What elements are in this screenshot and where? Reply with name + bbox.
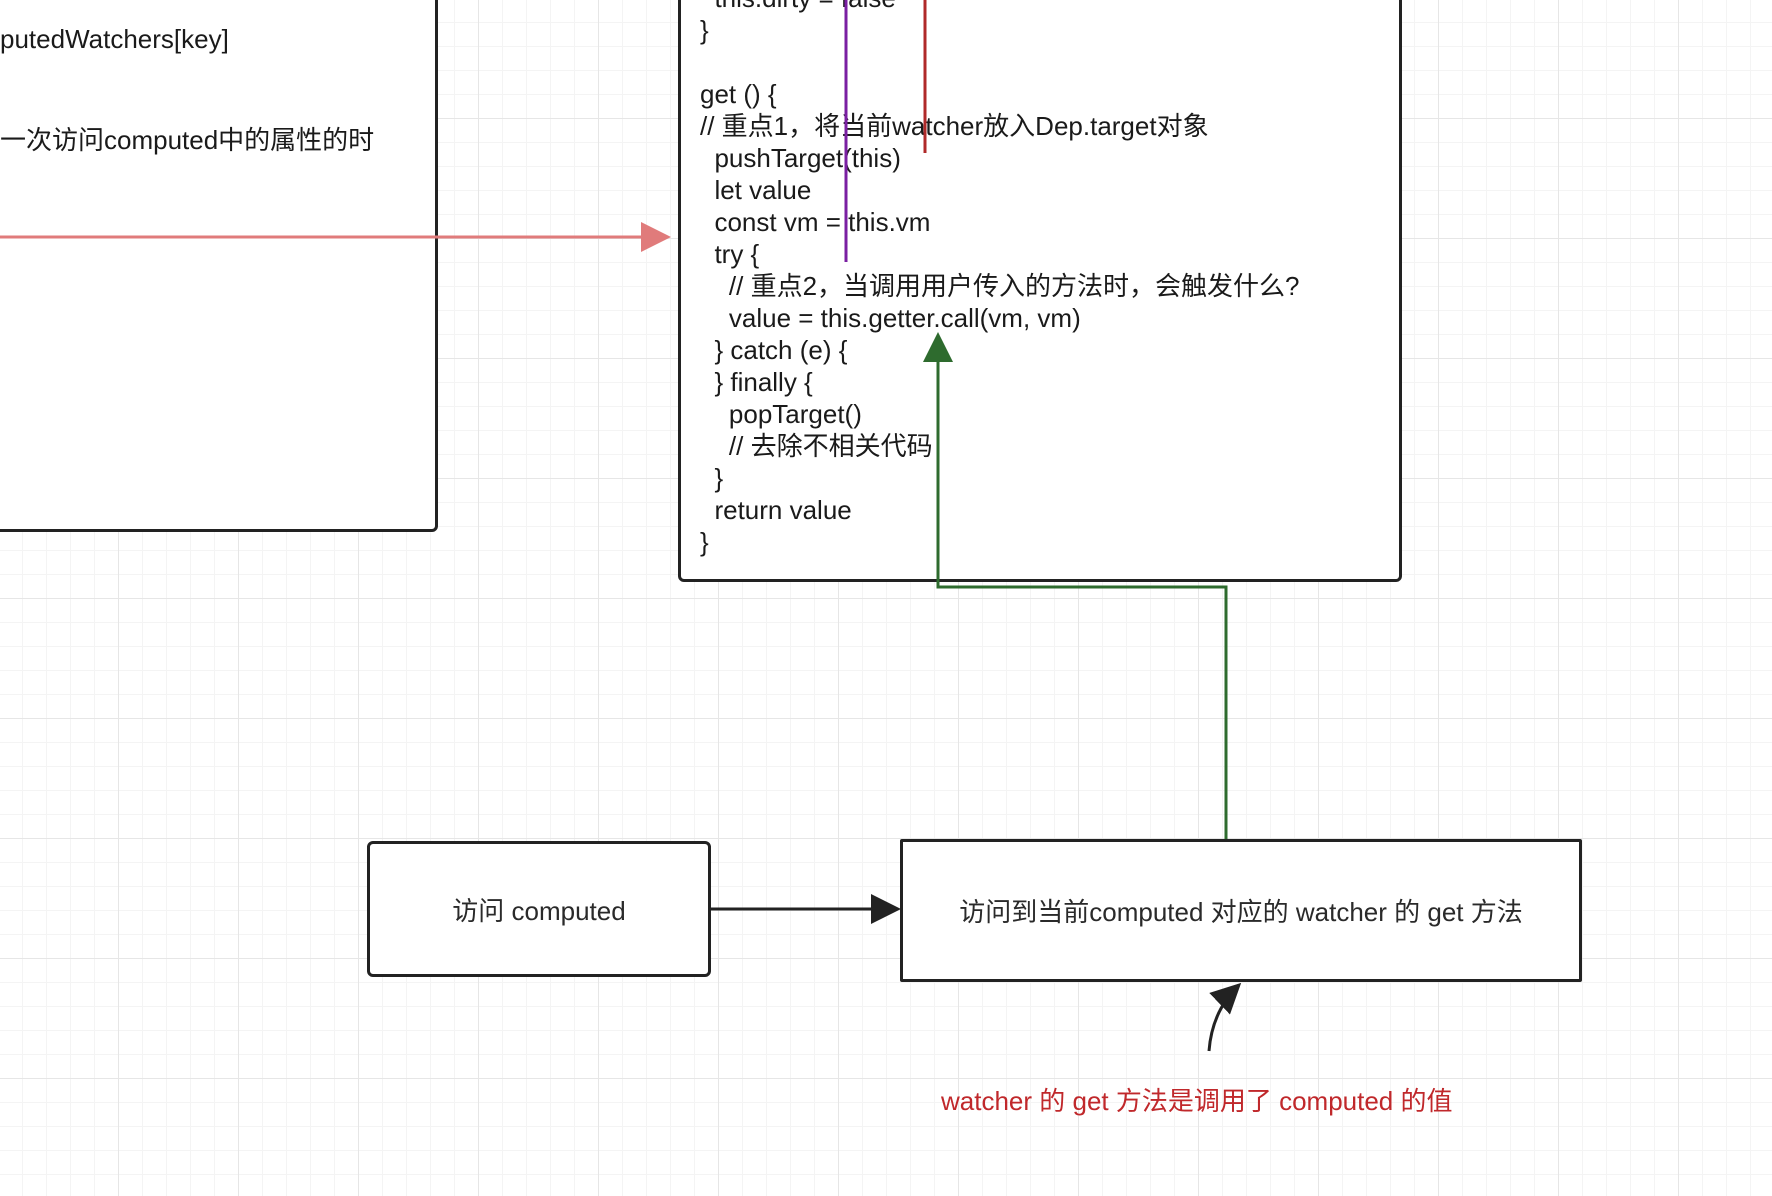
annotation-pointer-arrow xyxy=(1207,982,1242,1052)
code-line: // 重点2，当调用用户传入的方法时，会触发什么? xyxy=(700,271,1300,301)
code-line: try { xyxy=(700,239,760,269)
watcher-get-label: 访问到当前computed 对应的 watcher 的 get 方法 xyxy=(959,897,1523,927)
left-box-line-2: 一次访问computed中的属性的时 xyxy=(0,125,375,155)
code-line: } catch (e) { xyxy=(700,335,848,365)
code-line: return value xyxy=(700,495,852,525)
code-line: let value xyxy=(700,175,812,205)
code-line: const vm = this.vm xyxy=(700,207,931,237)
code-block: this.dirty = false } get () { // 重点1，将当前… xyxy=(700,0,1300,558)
green-connector-arrow xyxy=(923,332,1228,839)
code-line: popTarget() xyxy=(700,399,862,429)
code-line: value = this.getter.call(vm, vm) xyxy=(700,303,1081,333)
annotation-text: watcher 的 get 方法是调用了 computed 的值 xyxy=(941,1086,1453,1116)
code-line: pushTarget(this) xyxy=(700,143,901,173)
code-line: } finally { xyxy=(700,367,813,397)
code-line: } xyxy=(700,15,709,45)
watcher-get-node[interactable]: 访问到当前computed 对应的 watcher 的 get 方法 xyxy=(900,839,1582,982)
access-computed-node[interactable]: 访问 computed xyxy=(367,841,711,977)
code-box xyxy=(678,0,1402,582)
code-line: } xyxy=(700,463,724,493)
code-line: } xyxy=(700,527,709,557)
code-line: // 去除不相关代码 xyxy=(700,431,933,461)
access-computed-label: 访问 computed xyxy=(452,895,626,926)
code-line: // 重点1，将当前watcher放入Dep.target对象 xyxy=(700,111,1209,141)
left-text-box xyxy=(0,0,438,532)
code-line: get () { xyxy=(700,79,777,109)
left-box-line-1: putedWatchers[key] xyxy=(0,24,229,54)
code-line: this.dirty = false xyxy=(700,0,1300,14)
